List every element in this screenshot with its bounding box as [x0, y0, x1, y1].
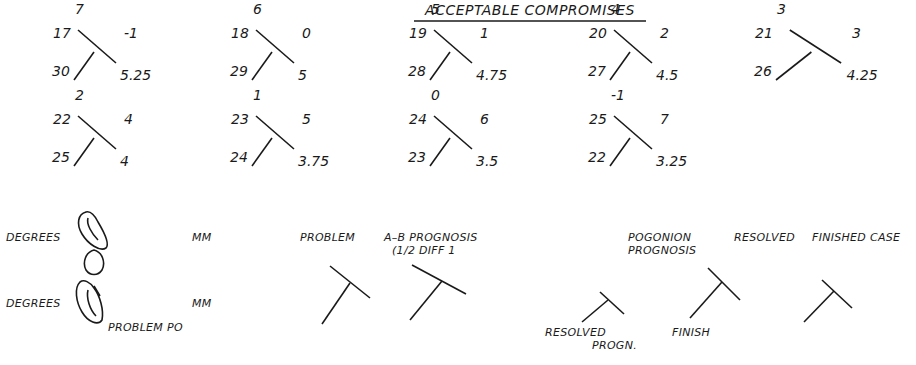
axis-label: A–B PROGNOSIS	[384, 232, 478, 243]
cross-symbol	[582, 300, 608, 322]
mm-value: 4.5	[656, 68, 678, 82]
angle-value: 22	[53, 112, 71, 126]
angle-value: 7	[660, 112, 669, 126]
cross-symbol	[804, 291, 834, 322]
angle-value: 6	[253, 2, 262, 16]
angle-value: 7	[75, 2, 84, 16]
axis-label: PROGN.	[592, 340, 637, 351]
mm-value: 5	[298, 68, 307, 82]
axis-label: PROBLEM PO	[108, 322, 183, 333]
cross-symbol	[322, 283, 350, 324]
figure-line	[252, 138, 272, 166]
mm-value: 5.25	[120, 68, 151, 82]
angle-value: 4	[611, 2, 620, 16]
cross-symbol	[690, 282, 722, 318]
figure-line	[256, 30, 294, 63]
mm-value: 4.25	[847, 68, 878, 82]
cross-symbol	[330, 266, 370, 298]
axis-label: MM	[192, 298, 212, 309]
angle-value: 2	[75, 88, 84, 102]
axis-label: POGONION	[628, 232, 691, 243]
incisor-symbol	[76, 281, 102, 323]
angle-value: 0	[431, 88, 440, 102]
axis-label: PROGNOSIS	[628, 245, 696, 256]
angle-value: 3	[852, 26, 861, 40]
cross-symbol	[708, 268, 740, 300]
cross-symbol	[822, 280, 852, 308]
angle-value: 22	[588, 150, 606, 164]
angle-value: 5	[431, 2, 440, 16]
angle-value: 25	[52, 150, 70, 164]
angle-value: 1	[253, 88, 262, 102]
figure-line	[78, 30, 116, 63]
axis-label: (1/2 DIFF 1	[392, 245, 456, 256]
diagram-title: ACCEPTABLE COMPROMISES	[425, 3, 635, 17]
axis-label: MM	[192, 232, 212, 243]
mm-value: 4.75	[476, 68, 507, 82]
figure-line	[252, 52, 272, 80]
angle-value: 28	[408, 64, 426, 78]
incisor-symbol	[79, 212, 108, 249]
angle-value: -1	[124, 26, 138, 40]
angle-value: 18	[231, 26, 249, 40]
mm-value: 3.75	[298, 154, 329, 168]
title-underline	[414, 20, 646, 22]
figure-line	[74, 52, 94, 80]
angle-value: 24	[230, 150, 248, 164]
angle-value: 30	[52, 64, 70, 78]
figure-line	[614, 116, 652, 149]
incisor-symbol	[88, 218, 98, 240]
figure-line	[790, 30, 841, 63]
angle-value: 5	[302, 112, 311, 126]
axis-label: PROBLEM	[300, 232, 355, 243]
cross-symbol	[410, 281, 442, 320]
figure-line	[434, 116, 472, 149]
figure-line	[78, 116, 116, 149]
incisor-symbol	[84, 250, 103, 275]
axis-label: RESOLVED	[734, 232, 795, 243]
axis-label: DEGREES	[6, 298, 61, 309]
angle-value: 21	[755, 26, 773, 40]
angle-value: -1	[611, 88, 625, 102]
cross-symbol	[412, 265, 466, 294]
angle-value: 6	[480, 112, 489, 126]
mm-value: 3.5	[476, 154, 498, 168]
figure-line	[434, 30, 472, 63]
figure-line	[614, 30, 652, 63]
axis-label: RESOLVED	[545, 327, 606, 338]
axis-label: FINISH	[672, 327, 710, 338]
figure-line	[430, 52, 450, 80]
angle-value: 0	[302, 26, 311, 40]
angle-value: 17	[53, 26, 71, 40]
axis-label: FINISHED CASE	[812, 232, 900, 243]
angle-value: 26	[754, 64, 772, 78]
angle-value: 20	[589, 26, 607, 40]
angle-value: 29	[230, 64, 248, 78]
mm-value: 4	[120, 154, 129, 168]
mm-value: 3.25	[656, 154, 687, 168]
figure-line	[610, 52, 630, 80]
angle-value: 19	[409, 26, 427, 40]
angle-value: 25	[589, 112, 607, 126]
incisor-symbol	[87, 286, 100, 316]
angle-value: 1	[480, 26, 489, 40]
figure-line	[610, 138, 630, 166]
figure-line	[430, 138, 450, 166]
figure-line	[776, 52, 811, 80]
figure-line	[74, 138, 94, 166]
figure-line	[256, 116, 294, 149]
axis-label: DEGREES	[6, 232, 61, 243]
angle-value: 4	[124, 112, 133, 126]
angle-value: 2	[660, 26, 669, 40]
angle-value: 3	[777, 2, 786, 16]
figure-lines	[74, 30, 841, 166]
angle-value: 23	[408, 150, 426, 164]
angle-value: 27	[588, 64, 606, 78]
angle-value: 23	[231, 112, 249, 126]
angle-value: 24	[409, 112, 427, 126]
